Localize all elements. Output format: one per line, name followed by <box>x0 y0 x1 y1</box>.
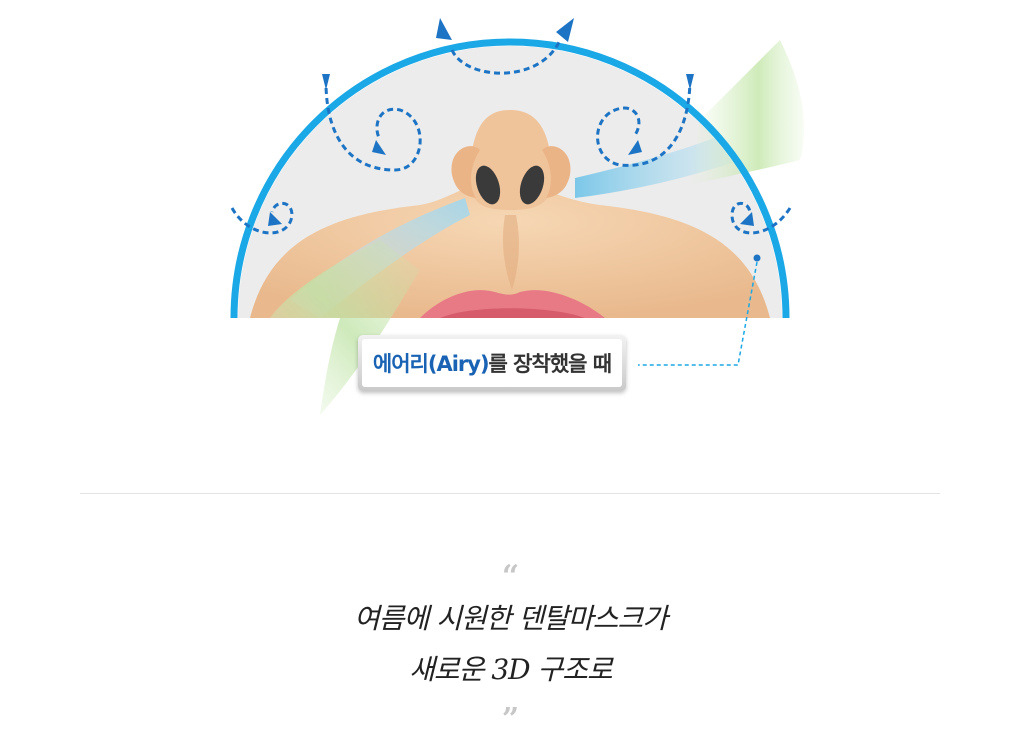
mask-airflow-illustration: 에어리(Airy)를 장착했을 때 <box>230 18 804 415</box>
caption-text: 를 장착했을 때 <box>488 352 613 376</box>
green-airflow-right <box>690 40 804 185</box>
section-divider <box>80 493 940 494</box>
dome-outline <box>230 38 790 319</box>
green-airflow-left <box>270 240 420 415</box>
right-nostril <box>519 165 545 205</box>
flow-arrows <box>230 39 792 235</box>
caption-label: 에어리(Airy)를 장착했을 때 <box>358 335 626 391</box>
caption-brand: 에어리(Airy) <box>372 352 490 376</box>
quote-line-2: 새로운 3D 구조로 <box>409 653 613 686</box>
left-nostril <box>475 165 501 205</box>
quote-line-1: 여름에 시원한 덴탈마스크가 <box>354 602 668 635</box>
airflow-diagram <box>230 18 804 415</box>
leader-dot <box>753 254 761 262</box>
open-quote-mark: “ <box>501 559 520 594</box>
upper-lip <box>420 290 605 318</box>
leader-line <box>638 261 758 366</box>
close-quote-mark: ” <box>501 702 520 737</box>
arrow-heads <box>268 18 754 226</box>
